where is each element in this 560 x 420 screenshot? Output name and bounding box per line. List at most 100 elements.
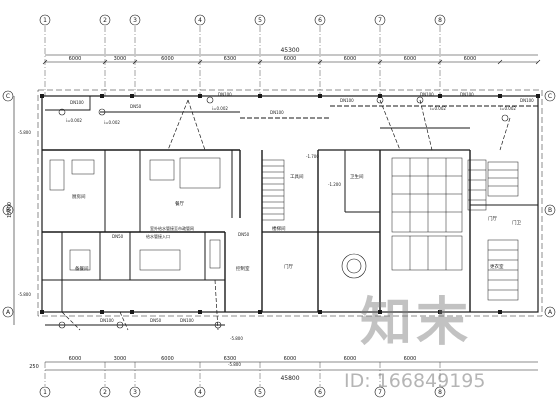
grid-bubble-label: 4	[198, 389, 202, 396]
room-label: 门厅	[284, 263, 293, 270]
pipe-size-label: DN100	[340, 98, 354, 103]
pipe-size-label: DN100	[270, 110, 284, 115]
pipe-size-label: DN100	[70, 100, 84, 105]
drain-pipe	[187, 99, 206, 151]
room-label: 厨房间	[72, 193, 86, 200]
dim-tick	[317, 59, 323, 65]
structural-columns	[40, 94, 540, 314]
slope-label: i=0.002	[104, 120, 120, 125]
grid-bubble	[314, 386, 326, 398]
row-bubble-label: C	[548, 93, 552, 100]
grid-bubble-label: 4	[198, 17, 202, 24]
grid-bubble	[434, 386, 446, 398]
row-bubble-label: A	[548, 309, 553, 316]
top-segment-dimension: 6000	[464, 56, 477, 62]
kitchen-equipment	[139, 249, 181, 271]
top-segment-dimension: 6000	[404, 56, 417, 62]
bottom-segment-dimension: 6000	[161, 356, 174, 362]
grid-bubble-label: 3	[133, 17, 137, 24]
dim-tick	[132, 59, 138, 65]
inspection-well	[206, 96, 214, 104]
room-label: 门卫	[512, 219, 521, 226]
inspection-well	[116, 321, 124, 329]
row-bubble-right	[544, 306, 556, 318]
room-label: 楼梯间	[272, 225, 286, 232]
top-segment-dimension: 6000	[284, 56, 297, 62]
left-edge-dimension: 250	[29, 364, 39, 370]
row-bubble-left	[2, 204, 14, 216]
bottom-total-dimension: 45800	[280, 375, 299, 382]
drain-pipe	[499, 117, 511, 151]
grid-bubble-label: 2	[103, 17, 107, 24]
elevation-label: -5.800	[228, 362, 241, 367]
grid-bubble	[129, 386, 141, 398]
kitchen-equipment	[71, 159, 95, 175]
top-segment-dimension: 6000	[69, 56, 82, 62]
grid-bubble	[39, 386, 51, 398]
dim-tick	[377, 59, 383, 65]
grid-bubble	[194, 386, 206, 398]
stair	[487, 239, 519, 301]
drawing-note: 室外给水管接至市政管网	[150, 225, 194, 231]
row-bubble-label: C	[6, 93, 10, 100]
pipe-size-label: DN100	[520, 98, 534, 103]
kitchen-equipment	[149, 159, 175, 181]
elevation-label: -1.700	[306, 154, 319, 159]
bottom-segment-dimension: 6000	[404, 356, 417, 362]
pipe-size-label: DN50	[150, 318, 162, 323]
grid-bubble	[194, 14, 206, 26]
inspection-well	[58, 321, 66, 329]
row-bubble-right	[544, 204, 556, 216]
grid-bubble-label: 1	[43, 17, 47, 24]
grid-bubble	[99, 386, 111, 398]
dim-tick	[102, 59, 108, 65]
slope-label: i=0.002	[430, 106, 446, 111]
elevation-label: -5.800	[18, 130, 31, 135]
grid-bubble	[39, 14, 51, 26]
pipe-size-label: DN50	[130, 104, 142, 109]
drain-pipe	[379, 99, 401, 151]
toilet-fixtures	[391, 157, 463, 271]
grid-bubble-label: 7	[378, 389, 382, 396]
dim-tick	[257, 59, 263, 65]
row-bubble-right	[544, 90, 556, 102]
row-bubble-left	[2, 90, 14, 102]
top-segment-dimension: 6000	[161, 56, 174, 62]
room-label: 备餐间	[75, 265, 89, 272]
dim-tick	[197, 59, 203, 65]
grid-bubble-label: 1	[43, 389, 47, 396]
dim-tick	[535, 59, 541, 65]
grid-bubble	[374, 386, 386, 398]
elevation-label: -5.800	[230, 336, 243, 341]
kitchen-equipment	[179, 157, 221, 189]
grid-bubble	[314, 14, 326, 26]
building-outline	[41, 95, 539, 313]
drain-pipe	[214, 279, 219, 331]
pipe-size-label: DN50	[238, 232, 250, 237]
pipe-size-label: DN100	[100, 318, 114, 323]
pipe-size-label: DN100	[218, 92, 232, 97]
bottom-segment-dimension: 6300	[224, 356, 237, 362]
row-bubble-label: B	[6, 207, 10, 214]
grid-bubble	[99, 14, 111, 26]
grid-bubble-label: 8	[438, 389, 442, 396]
grid-bubble-label: 5	[258, 17, 262, 24]
drawing-note: 给水管接入口	[146, 233, 170, 239]
dim-tick	[437, 59, 443, 65]
elevation-label: -1.200	[328, 182, 341, 187]
kitchen-equipment	[49, 159, 65, 191]
room-label: 控制室	[236, 265, 250, 272]
elevation-label: -5.800	[18, 292, 31, 297]
grid-bubble	[434, 14, 446, 26]
grid-bubble	[254, 14, 266, 26]
grid-bubble	[129, 14, 141, 26]
inspection-well	[58, 108, 66, 116]
grid-bubble-label: 8	[438, 17, 442, 24]
top-segment-dimension: 3000	[114, 56, 127, 62]
